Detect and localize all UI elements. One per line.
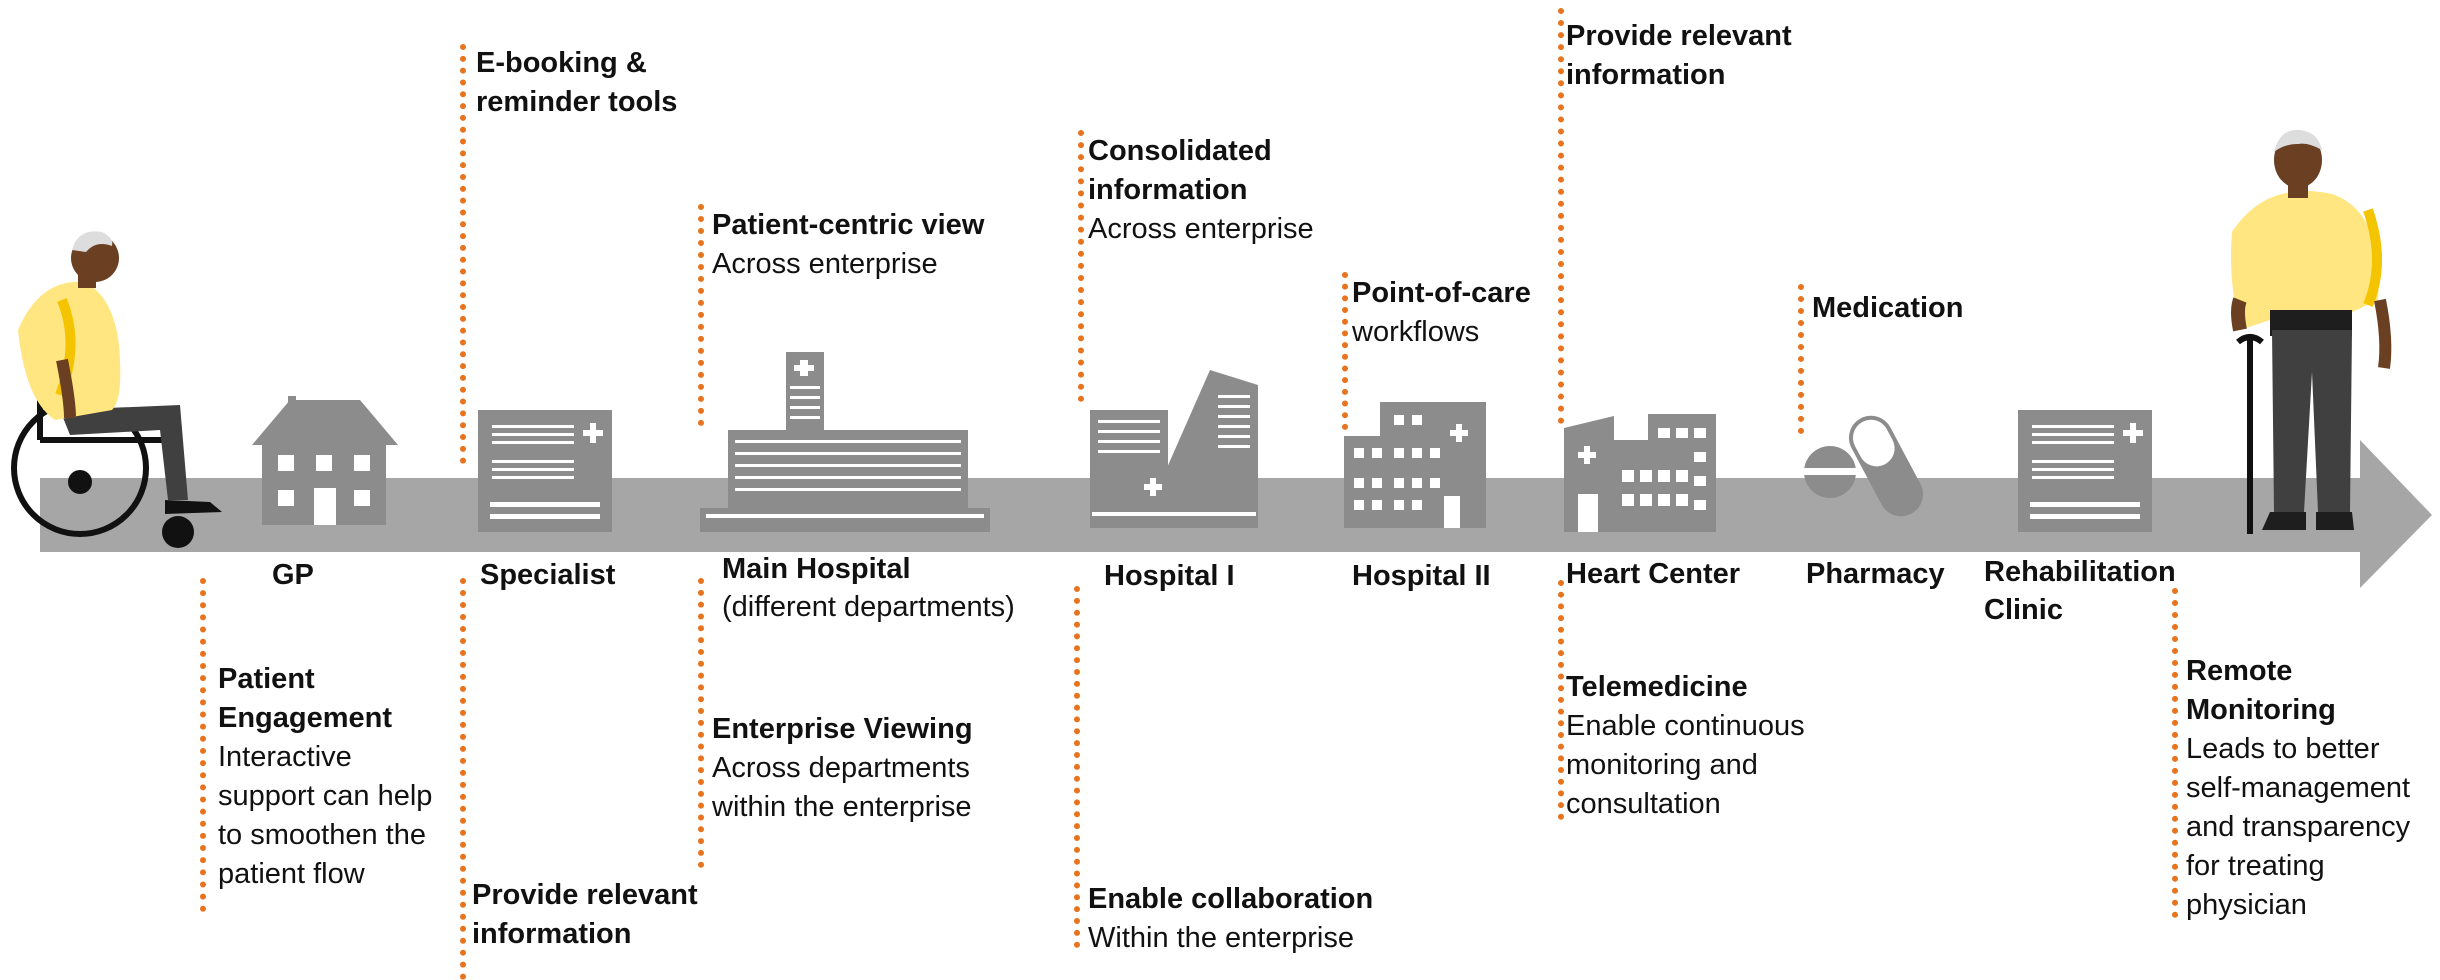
callout-title: Telemedicine <box>1566 671 1748 703</box>
station-title: Hospital I <box>1104 560 1235 592</box>
connector-dots <box>460 44 472 464</box>
callout-title: Provide relevant <box>1566 20 1792 52</box>
callout-title: Consolidated <box>1088 135 1272 167</box>
callout-title: Remote <box>2186 655 2293 687</box>
gp-house-icon <box>252 396 398 525</box>
callout-medication: Medication <box>1812 289 1963 328</box>
main-hospital-icon <box>700 352 990 532</box>
connector-dots <box>1074 586 1086 948</box>
station-rehab-clinic-label: Rehabilitation Clinic <box>1984 553 2176 629</box>
hospital-one-icon <box>1090 370 1258 528</box>
callout-title: Enable collaboration <box>1088 883 1374 915</box>
station-gp-label: GP <box>272 556 314 594</box>
station-hospital-two-label: Hospital II <box>1352 557 1491 595</box>
callout-remote-monitoring: Remote Monitoring Leads to better self-m… <box>2186 652 2410 925</box>
callout-title: Patient <box>218 663 315 695</box>
connector-dots <box>2172 588 2184 918</box>
callout-title: Medication <box>1812 292 1964 324</box>
callout-title: Provide relevant <box>472 879 698 911</box>
callout-patient-centric-view: Patient-centric view Across enterprise <box>712 206 984 284</box>
connector-dots <box>1558 580 1570 820</box>
rehabilitation-clinic-icon <box>2018 410 2152 532</box>
connector-dots <box>1798 284 1810 434</box>
callout-consolidated-information: Consolidated information Across enterpri… <box>1088 132 1314 249</box>
connector-dots <box>1558 8 1570 424</box>
station-title: Heart Center <box>1566 558 1741 590</box>
callout-title: reminder tools <box>476 86 678 118</box>
callout-text: Within the enterprise <box>1088 922 1354 954</box>
pharmacy-pills-icon <box>1804 415 1924 517</box>
callout-text: Interactive <box>218 741 352 773</box>
callout-title: information <box>1088 174 1248 206</box>
callout-text: Enable continuous <box>1566 710 1805 742</box>
callout-title: Enterprise Viewing <box>712 713 973 745</box>
specialist-clinic-icon <box>478 410 612 532</box>
station-title: Hospital II <box>1352 560 1491 592</box>
station-title: Clinic <box>1984 594 2063 626</box>
callout-ebooking: E-booking & reminder tools <box>476 44 677 122</box>
callout-text: Across enterprise <box>1088 213 1314 245</box>
callout-text: to smoothen the <box>218 819 426 851</box>
standing-elderly-patient-icon <box>2231 129 2392 534</box>
station-pharmacy-label: Pharmacy <box>1806 555 1945 593</box>
hospital-two-icon <box>1344 402 1486 528</box>
callout-title: information <box>472 918 632 950</box>
station-heart-center-label: Heart Center <box>1566 555 1740 593</box>
callout-text: and transparency <box>2186 811 2411 843</box>
connector-dots <box>1078 130 1090 402</box>
callout-provide-relevant-top: Provide relevant information <box>1566 17 1792 95</box>
station-title: Pharmacy <box>1806 558 1945 590</box>
connector-dots <box>698 204 710 426</box>
callout-text: monitoring and <box>1566 749 1758 781</box>
callout-text: within the enterprise <box>712 791 972 823</box>
callout-text: patient flow <box>218 858 365 890</box>
heart-center-icon <box>1564 414 1716 532</box>
wheelchair-patient-icon <box>11 231 222 548</box>
callout-text: self-management <box>2186 772 2411 804</box>
connector-dots <box>460 578 472 980</box>
callout-point-of-care: Point-of-care workflows <box>1352 274 1531 352</box>
station-hospital-one-label: Hospital I <box>1104 557 1235 595</box>
callout-title: Monitoring <box>2186 694 2336 726</box>
callout-title: E-booking & <box>476 47 647 79</box>
callout-text: physician <box>2186 889 2307 921</box>
callout-enable-collaboration: Enable collaboration Within the enterpri… <box>1088 880 1373 958</box>
callout-title: Engagement <box>218 702 393 734</box>
callout-patient-engagement: Patient Engagement Interactive support c… <box>218 660 432 894</box>
callout-title: Point-of-care <box>1352 277 1531 309</box>
callout-enterprise-viewing: Enterprise Viewing Across departments wi… <box>712 710 973 827</box>
station-subtitle: (different departments) <box>722 591 1015 623</box>
callout-text: Across departments <box>712 752 970 784</box>
connector-dots <box>698 578 710 868</box>
station-title: Specialist <box>480 559 616 591</box>
callout-title: Patient-centric view <box>712 209 985 241</box>
station-title: Rehabilitation <box>1984 556 2176 588</box>
callout-text: Leads to better <box>2186 733 2380 765</box>
station-main-hospital-label: Main Hospital (different departments) <box>722 550 1015 626</box>
station-title: Main Hospital <box>722 553 911 585</box>
callout-provide-relevant-bottom: Provide relevant information <box>472 876 698 954</box>
callout-text: support can help <box>218 780 433 812</box>
callout-text: for treating <box>2186 850 2325 882</box>
callout-telemedicine: Telemedicine Enable continuous monitorin… <box>1566 668 1805 824</box>
callout-text: workflows <box>1352 316 1480 348</box>
connector-dots <box>200 578 212 912</box>
callout-text: consultation <box>1566 788 1721 820</box>
station-specialist-label: Specialist <box>480 556 615 594</box>
station-title: GP <box>272 559 314 591</box>
connector-dots <box>1342 272 1354 430</box>
callout-text: Across enterprise <box>712 248 938 280</box>
callout-title: information <box>1566 59 1726 91</box>
